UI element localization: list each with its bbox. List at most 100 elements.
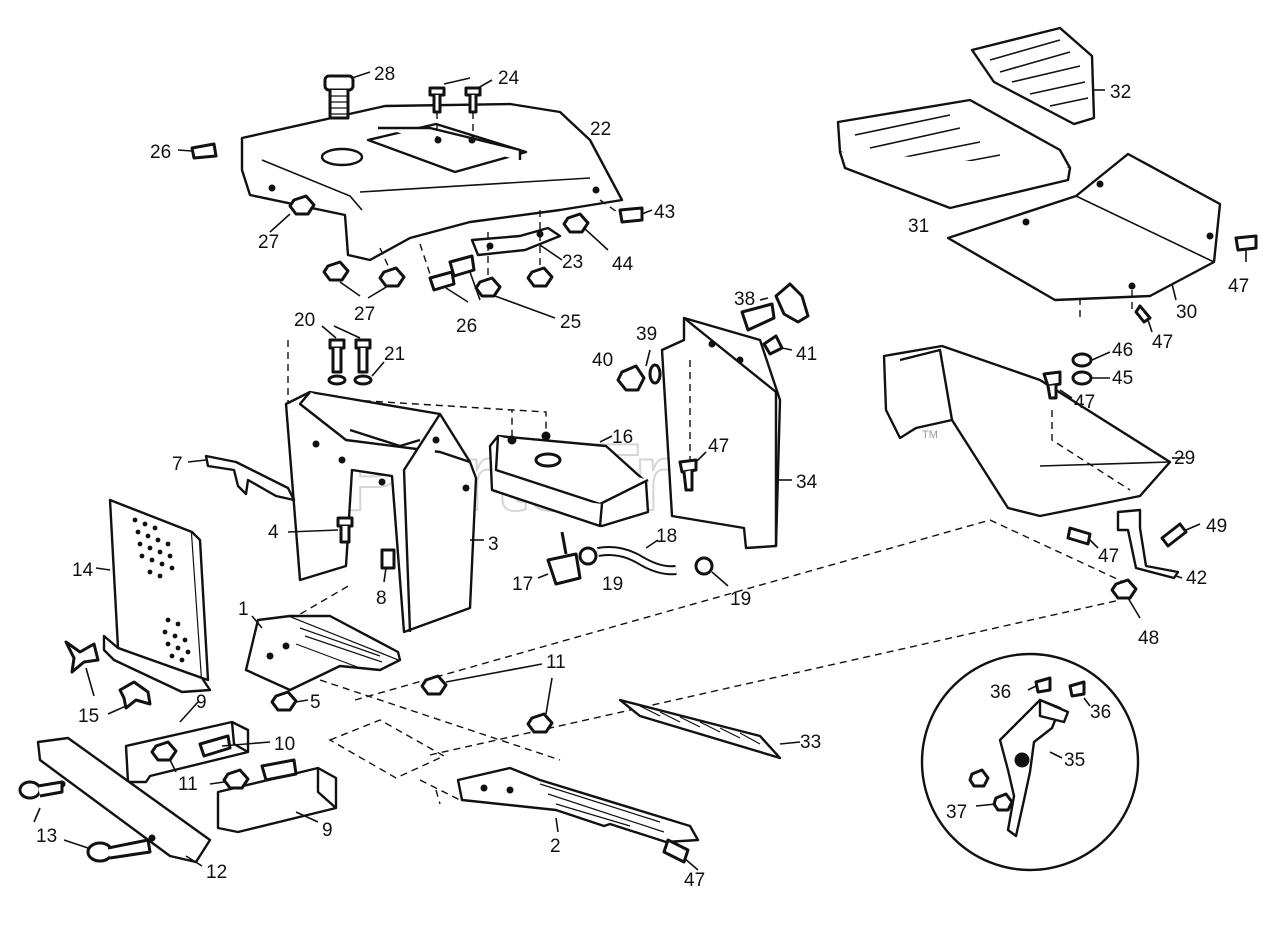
callout-36-b: 36 (1090, 702, 1111, 723)
callout-47-a: 47 (1228, 276, 1249, 297)
callout-49: 49 (1206, 516, 1227, 537)
callout-27-a: 27 (258, 232, 279, 253)
callout-27-b: 27 (354, 304, 375, 325)
bolts-part-20[interactable] (321, 325, 372, 374)
callout-43: 43 (654, 202, 675, 223)
bolt-part-4[interactable] (287, 516, 354, 544)
callout-21: 21 (384, 344, 405, 365)
callout-24: 24 (498, 68, 520, 89)
callout-9-upper: 9 (196, 692, 207, 713)
grille-part-14[interactable] (95, 498, 212, 694)
clamps-part-19[interactable] (578, 546, 729, 587)
callout-14: 14 (72, 560, 94, 581)
callout-15: 15 (78, 706, 99, 727)
nuts-part-27[interactable] (269, 194, 431, 299)
chassis-plate-outline (328, 719, 461, 805)
dash-tower-part-3[interactable] (284, 390, 484, 634)
callout-9-lower: 9 (322, 820, 333, 841)
bolts-part-26[interactable] (177, 142, 481, 303)
callout-11-a: 11 (546, 652, 566, 673)
bracket-part-2[interactable] (456, 766, 700, 844)
callout-8: 8 (376, 588, 387, 609)
callout-37: 37 (946, 802, 967, 823)
fuel-tank-part-16[interactable] (351, 399, 650, 528)
callout-labels: 1 2 3 4 5 7 8 9 9 10 11 11 11 12 13 14 1… (36, 64, 1249, 891)
callout-22: 22 (590, 119, 611, 140)
washers-part-39-40[interactable] (616, 349, 662, 392)
callout-23: 23 (562, 252, 583, 273)
nut-part-48[interactable] (1110, 578, 1141, 619)
callout-19-a: 19 (602, 574, 623, 595)
bolt-part-43[interactable] (599, 199, 653, 224)
hex-nuts-part-25[interactable] (474, 266, 556, 319)
seat-cushion-part-31[interactable] (836, 98, 1072, 210)
watermark-trademark: TM (922, 429, 938, 441)
fender-part-29[interactable] (882, 344, 1185, 518)
bolts-part-10[interactable] (198, 734, 298, 782)
callout-47-b: 47 (1152, 332, 1173, 353)
seat-back-part-32[interactable] (970, 26, 1105, 126)
nut-part-5[interactable] (270, 690, 309, 712)
bracket-part-9-lower[interactable] (216, 766, 338, 834)
callout-2: 2 (550, 836, 561, 857)
callout-16: 16 (612, 427, 633, 448)
bolts-part-36[interactable] (1027, 676, 1091, 707)
callout-5: 5 (310, 692, 321, 713)
fender-hardware-45-46-47[interactable] (1042, 304, 1153, 400)
callout-46: 46 (1112, 340, 1133, 361)
callout-17: 17 (512, 574, 533, 595)
callout-48: 48 (1138, 628, 1159, 649)
callout-25: 25 (560, 312, 581, 333)
callout-42: 42 (1186, 568, 1207, 589)
callout-45: 45 (1112, 368, 1133, 389)
bolts-part-13[interactable] (18, 780, 152, 863)
bolt-part-47-fender[interactable] (1066, 526, 1099, 549)
hood-part-22[interactable] (240, 102, 624, 262)
fuel-cap-part-28[interactable] (323, 71, 371, 120)
nuts-part-11[interactable] (420, 663, 554, 734)
bracket-part-1[interactable] (244, 614, 402, 692)
panel-bolt-part-47[interactable] (678, 451, 707, 492)
belt-guard-part-33[interactable] (618, 698, 801, 760)
rear-bolt-part-47[interactable] (662, 838, 699, 871)
callout-35: 35 (1064, 750, 1085, 771)
nuts-part-37[interactable] (968, 768, 1014, 812)
nut-part-44[interactable] (562, 212, 609, 251)
callout-13: 13 (36, 826, 57, 847)
callout-10: 10 (274, 734, 295, 755)
callout-29: 29 (1174, 448, 1195, 469)
hood-bracket-part-23[interactable] (470, 210, 563, 282)
callout-19-b: 19 (730, 589, 751, 610)
callout-11-b: 11 (178, 774, 198, 795)
callout-33: 33 (800, 732, 821, 753)
bolt-part-49[interactable] (1160, 522, 1201, 548)
callout-47-f: 47 (684, 870, 705, 891)
callout-7: 7 (172, 454, 183, 475)
seat-bolt-part-47[interactable] (1234, 234, 1258, 262)
callout-12: 12 (206, 862, 227, 883)
nuts-part-11-lower[interactable] (150, 740, 250, 790)
bracket-part-7[interactable] (187, 454, 296, 502)
clip-part-8[interactable] (380, 548, 396, 583)
callout-4: 4 (268, 522, 279, 543)
hood-bolts-part-24[interactable] (428, 77, 493, 142)
fender-bracket-part-42[interactable] (1116, 508, 1183, 580)
washers-part-21[interactable] (327, 361, 385, 386)
callout-39: 39 (636, 324, 657, 345)
callout-44: 44 (612, 254, 634, 275)
callout-47-c: 47 (1074, 392, 1095, 413)
linkage-part-35[interactable] (998, 698, 1070, 838)
callout-26-a: 26 (150, 142, 171, 163)
callout-41: 41 (796, 344, 817, 365)
callout-32: 32 (1110, 82, 1131, 103)
knob-part-38[interactable] (740, 282, 810, 332)
clip-part-41[interactable] (762, 334, 793, 356)
callout-18: 18 (656, 526, 677, 547)
callout-3: 3 (488, 534, 499, 555)
callout-1: 1 (238, 599, 249, 620)
callout-28: 28 (374, 64, 395, 85)
fuel-line-part-18[interactable] (597, 539, 677, 576)
fuel-valve-part-17[interactable] (537, 531, 582, 586)
seat-pan-part-30[interactable] (946, 152, 1222, 320)
wing-nuts-part-15[interactable] (64, 640, 152, 715)
